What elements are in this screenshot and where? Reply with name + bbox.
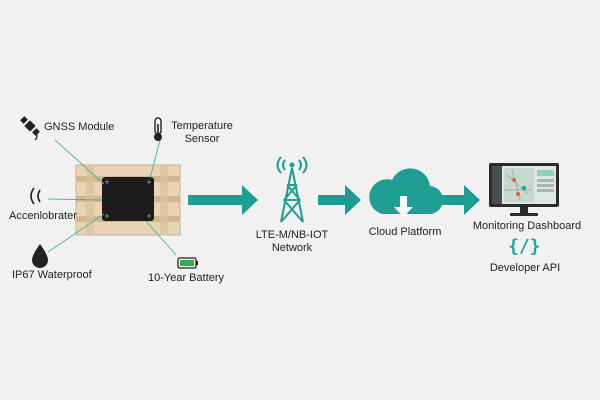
network-label-line2: Network bbox=[271, 242, 313, 254]
temperature-label-line2: Sensor bbox=[184, 133, 220, 145]
gnss-connector bbox=[54, 139, 105, 185]
accelerometer-label: Accenlobrater bbox=[9, 210, 77, 222]
arrow-network-to-cloud bbox=[318, 185, 361, 215]
battery-connector bbox=[145, 220, 177, 256]
satellite-icon bbox=[20, 116, 40, 141]
temperature-connector bbox=[149, 139, 161, 179]
sensor-connectors bbox=[47, 139, 177, 256]
battery-label: 10-Year Battery bbox=[148, 272, 225, 284]
developer-api-label: Developer API bbox=[489, 262, 561, 274]
accelerometer-connector bbox=[47, 198, 103, 201]
network-label: LTE-M/NB-IOT Network bbox=[250, 229, 334, 255]
thermometer-icon bbox=[154, 117, 162, 141]
arrow-cloud-to-dashboard bbox=[442, 185, 480, 215]
waterproof-label: IP67 Waterproof bbox=[12, 269, 92, 281]
arrow-device-to-network bbox=[188, 185, 258, 215]
code-icon: {/} bbox=[508, 236, 541, 257]
vibration-icon bbox=[30, 187, 41, 205]
cloud-label: Cloud Platform bbox=[368, 226, 442, 238]
gnss-label: GNSS Module bbox=[44, 121, 115, 133]
flow-arrows bbox=[188, 185, 480, 215]
battery-icon bbox=[177, 257, 198, 269]
cloud-upload-icon bbox=[369, 168, 444, 217]
waterproof-connector bbox=[47, 213, 105, 253]
temperature-label: Temperature Sensor bbox=[168, 120, 236, 146]
temperature-label-line1: Temperature bbox=[171, 120, 233, 132]
cell-tower-icon bbox=[276, 156, 308, 223]
network-label-line1: LTE-M/NB-IOT bbox=[255, 229, 329, 241]
dashboard-label: Monitoring Dashboard bbox=[472, 220, 582, 232]
tracker-device bbox=[102, 177, 154, 221]
water-drop-icon bbox=[32, 244, 48, 268]
monitor-icon bbox=[489, 163, 559, 216]
